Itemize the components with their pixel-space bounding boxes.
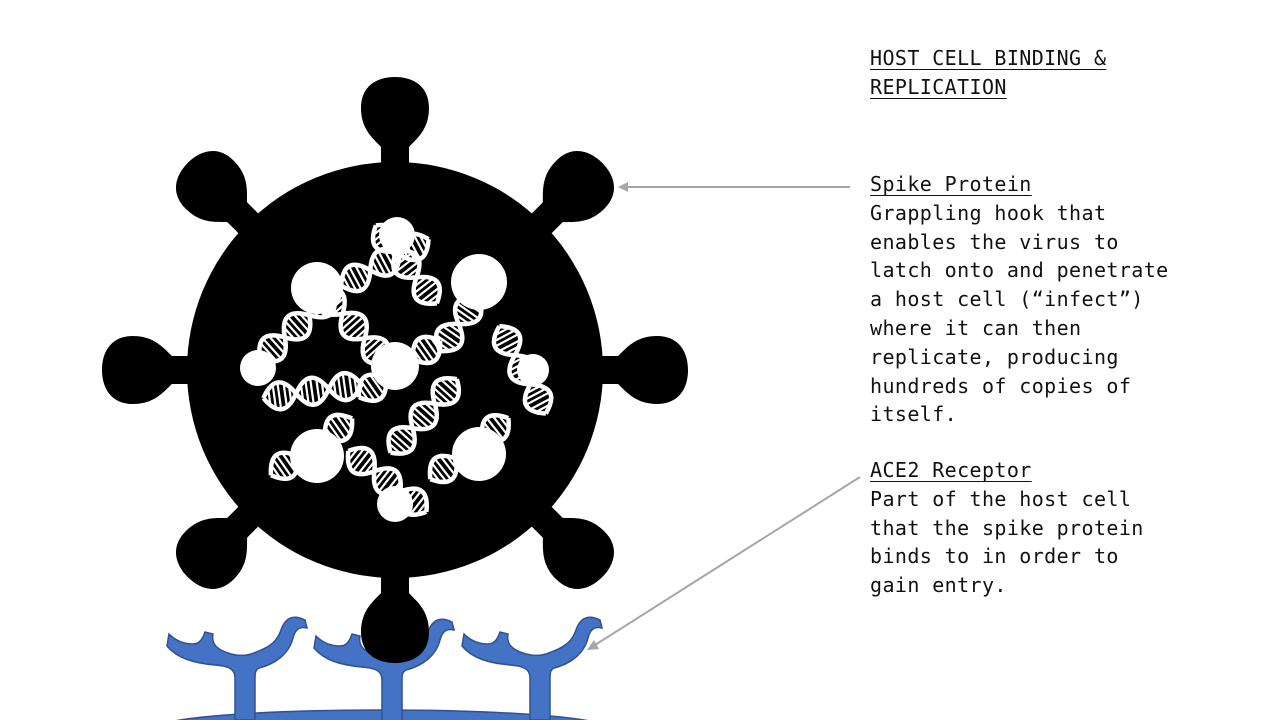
- ace2-receptor: [461, 616, 603, 720]
- spike-protein-text-line: Grappling hook that: [870, 200, 1107, 225]
- virus: [102, 77, 688, 663]
- title-line-2: REPLICATION: [870, 74, 1007, 99]
- ace2-receptor-text-line: that the spike protein: [870, 515, 1144, 540]
- spike-protein-text-line: a host cell (“infect”): [870, 287, 1144, 312]
- ace2-receptor-text-line: gain entry.: [870, 573, 1007, 598]
- viral-rna: [240, 217, 558, 522]
- spike-protein-text-line: where it can then: [870, 315, 1082, 340]
- ace2-receptor-callout: [587, 476, 861, 650]
- spike-protein-text-line: hundreds of copies of: [870, 373, 1132, 398]
- title-line-1: HOST CELL BINDING &: [870, 46, 1107, 70]
- diagram-title: HOST CELL BINDING & REPLICATION: [870, 44, 1200, 102]
- host-cell: [166, 616, 603, 720]
- spike-protein-callout: [618, 182, 850, 192]
- ace2-receptor-heading: ACE2 Receptor: [870, 458, 1032, 482]
- spike-protein-heading: Spike Protein: [870, 172, 1032, 196]
- spike-protein-text-line: itself.: [870, 402, 958, 427]
- spike-protein-text-line: latch onto and penetrate: [870, 258, 1169, 283]
- ace2-receptor-label: ACE2 Receptor Part of the host cell that…: [870, 456, 1270, 600]
- ace2-receptor-text-line: binds to in order to: [870, 544, 1119, 569]
- spike-protein-text-line: replicate, producing: [870, 344, 1119, 369]
- spike-protein-text-line: enables the virus to: [870, 229, 1119, 254]
- ace2-receptor-text-line: Part of the host cell: [870, 486, 1132, 511]
- spike-protein-label: Spike Protein Grappling hook that enable…: [870, 170, 1270, 429]
- ace2-receptor: [166, 616, 308, 720]
